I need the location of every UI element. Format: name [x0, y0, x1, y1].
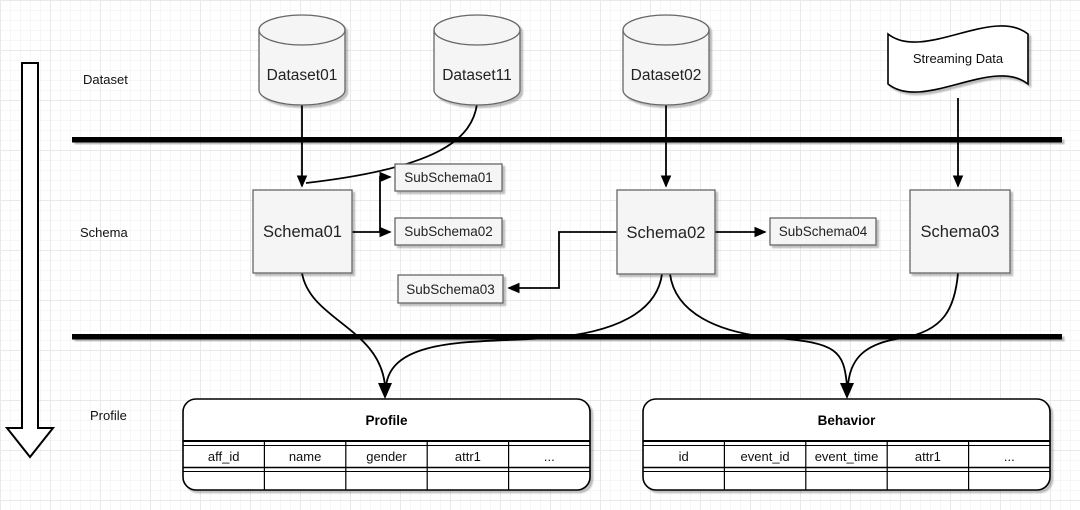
profile-table-title: Profile: [365, 413, 408, 428]
edge-schema03-to-behavior: [847, 272, 959, 387]
profile-col-2: gender: [366, 449, 407, 464]
behavior-table: Behavior id event_id event_time attr1 ..…: [642, 398, 1051, 491]
subschema02-label: SubSchema02: [404, 224, 493, 239]
schema02-box: Schema02: [616, 189, 716, 275]
edge-schema01-to-subschema01: [379, 171, 392, 232]
dataset02-label: Dataset02: [631, 67, 702, 84]
behavior-col-2: event_time: [815, 449, 879, 464]
edge-schema02-to-behavior: [669, 273, 848, 387]
lane-divider-top: [72, 137, 1062, 143]
dataset11-cylinder: Dataset11: [433, 14, 521, 106]
edge-schema02-to-profile: [385, 273, 663, 387]
flow-direction-arrow: [4, 62, 56, 459]
behavior-table-title: Behavior: [818, 413, 877, 428]
subschema01-box: SubSchema01: [394, 163, 503, 192]
behavior-col-1: event_id: [741, 449, 790, 464]
profile-table: Profile aff_id name gender attr1 ...: [182, 398, 591, 491]
subschema03-box: SubSchema03: [397, 274, 504, 304]
profile-col-4: ...: [544, 449, 555, 464]
streaming-data-shape: Streaming Data: [887, 25, 1029, 93]
dataset02-cylinder: Dataset02: [622, 14, 710, 106]
schema03-box: Schema03: [909, 189, 1011, 274]
edge-schema02-to-subschema03: [507, 231, 617, 294]
lane-label-schema: Schema: [80, 225, 128, 240]
schema03-label: Schema03: [921, 223, 1000, 241]
schema02-label: Schema02: [627, 224, 706, 242]
subschema04-label: SubSchema04: [779, 224, 868, 239]
arrowhead-into-behavior: [840, 383, 854, 399]
subschema03-label: SubSchema03: [406, 282, 495, 297]
schema01-box: Schema01: [252, 189, 353, 274]
profile-col-3: attr1: [455, 449, 481, 464]
dataset01-label: Dataset01: [267, 67, 338, 84]
dataset01-cylinder: Dataset01: [258, 14, 346, 106]
lane-label-dataset: Dataset: [83, 72, 128, 87]
lane-label-profile: Profile: [90, 408, 127, 423]
subschema02-box: SubSchema02: [394, 217, 503, 246]
arrowhead-into-profile: [378, 383, 392, 399]
subschema04-box: SubSchema04: [769, 217, 877, 246]
profile-col-1: name: [289, 449, 322, 464]
behavior-col-0: id: [679, 449, 689, 464]
edge-dataset11-to-schema01: [305, 103, 478, 184]
streaming-data-label: Streaming Data: [913, 51, 1004, 66]
schema01-label: Schema01: [263, 223, 342, 241]
subschema01-label: SubSchema01: [404, 170, 493, 185]
profile-col-0: aff_id: [208, 449, 240, 464]
behavior-col-4: ...: [1004, 449, 1015, 464]
edge-schema01-to-profile: [301, 272, 386, 387]
dataset11-label: Dataset11: [442, 67, 512, 84]
behavior-col-3: attr1: [915, 449, 941, 464]
